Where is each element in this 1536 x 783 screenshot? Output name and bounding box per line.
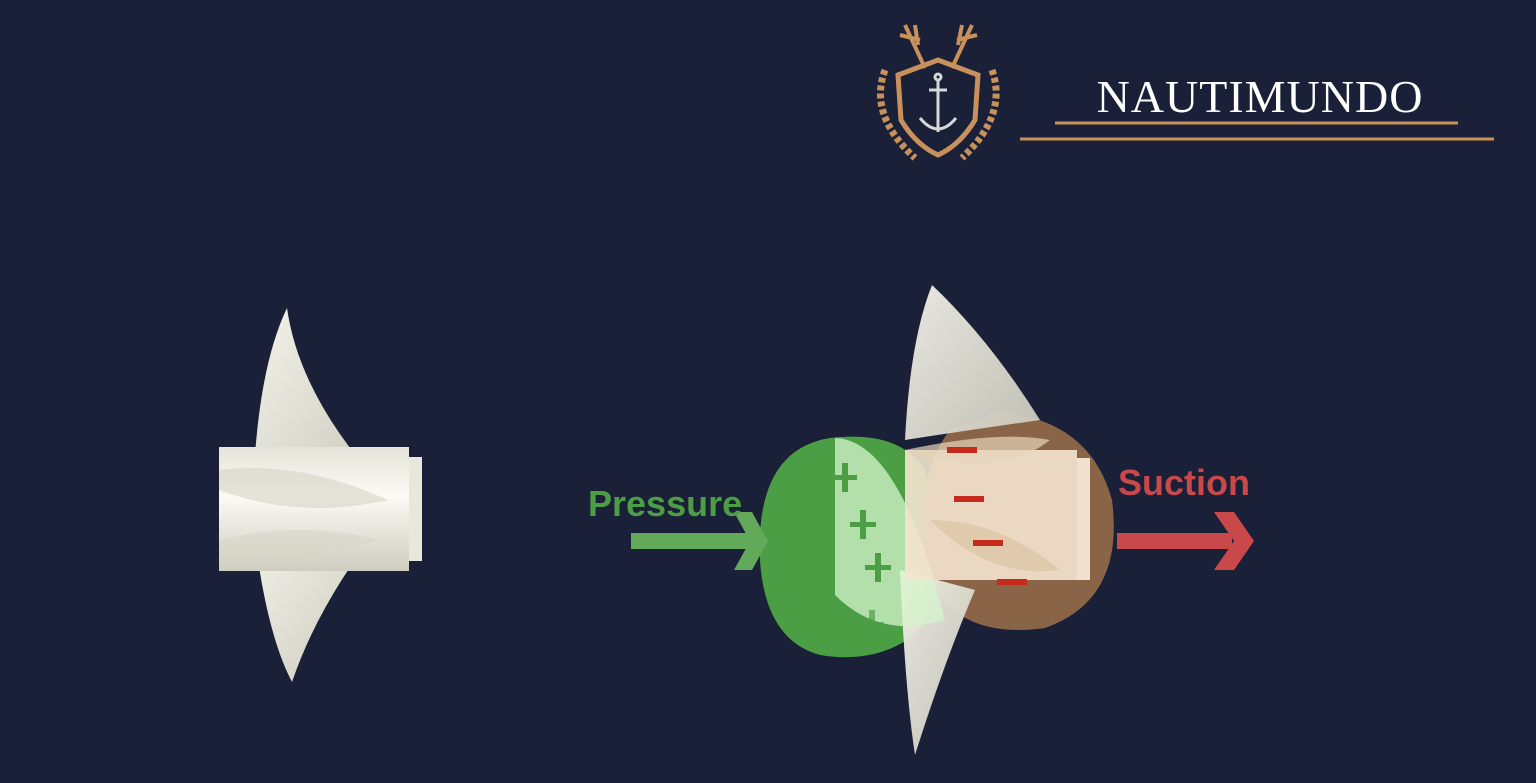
brand-name: NAUTIMUNDO [1096,71,1424,122]
minus-icon [954,496,984,502]
suction-arrow-icon [1117,512,1254,570]
suction-label: Suction [1118,462,1250,503]
pressure-arrow-icon [631,512,768,570]
plus-icon [850,510,876,539]
suction-minus-signs [947,447,1027,585]
pressure-plus-signs [833,463,891,639]
plus-icon [865,553,891,582]
plus-icon [860,610,884,639]
propeller-side-view [219,308,422,682]
minus-icon [997,579,1027,585]
minus-icon [947,447,977,453]
propeller-pressure-view [759,285,1114,755]
plus-icon [833,463,857,492]
pressure-label: Pressure [588,483,743,524]
nautimundo-logo-crest [876,24,1000,161]
minus-icon [973,540,1003,546]
anchor-icon [918,72,958,132]
